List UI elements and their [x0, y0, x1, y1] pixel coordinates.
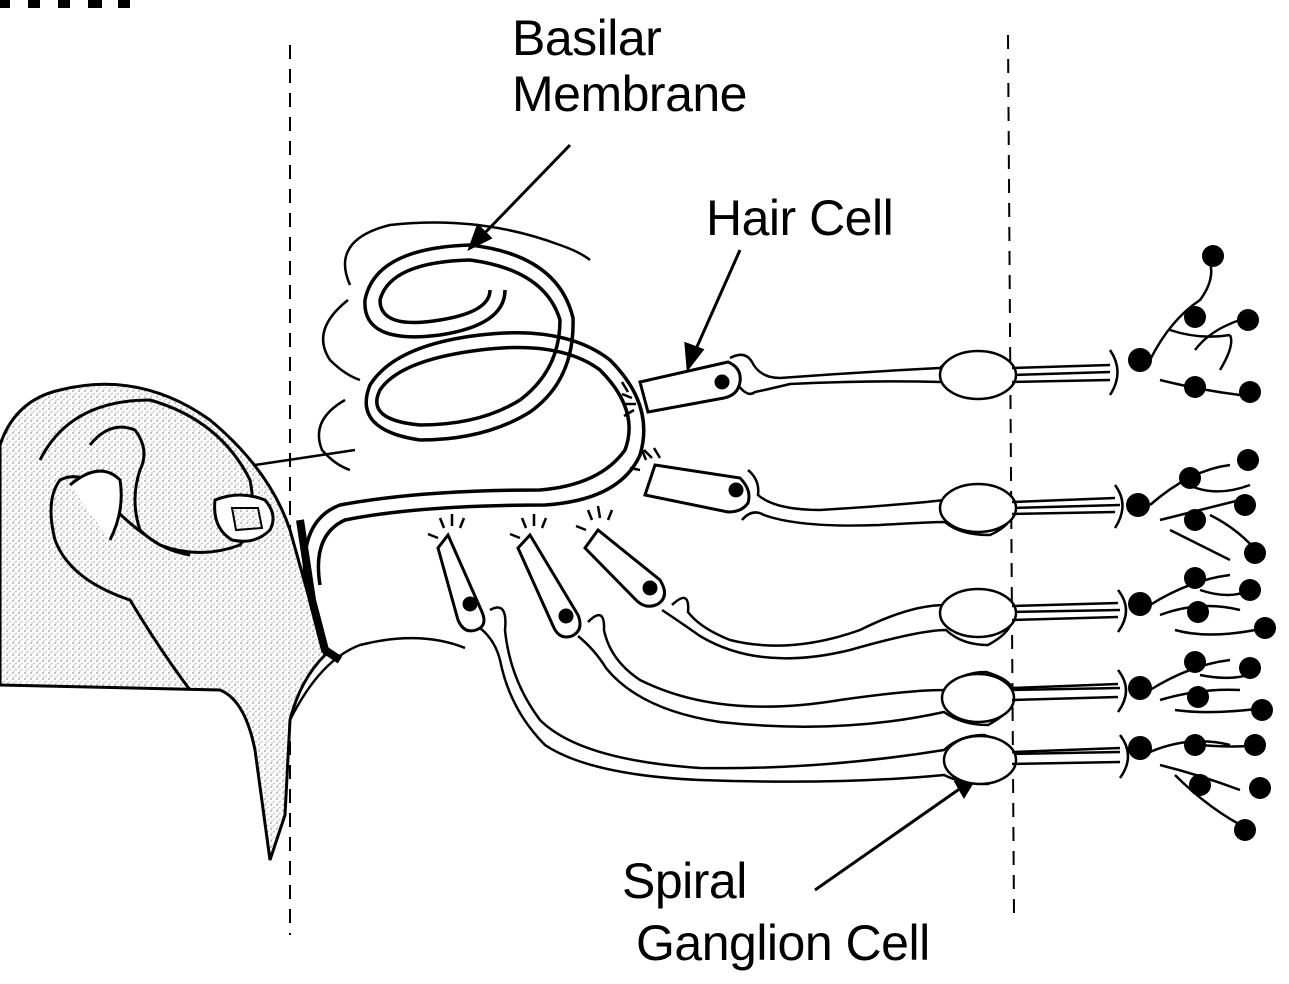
spiral-ganglion-cells — [940, 351, 1016, 784]
hair-cell-5 — [428, 514, 484, 631]
basilar-membrane-label: Basilar Membrane — [512, 10, 747, 122]
head-cross-section — [0, 384, 355, 860]
hair-cells — [428, 362, 749, 637]
spiral-ganglion-cell-label-line1: Spiral — [622, 850, 930, 912]
basilar-membrane-label-line2: Membrane — [512, 66, 747, 122]
target-neurons — [1126, 245, 1276, 841]
afferent-fibers — [480, 352, 1120, 784]
basilar-membrane-label-line1: Basilar — [512, 10, 747, 66]
spiral-ganglion-cell-label-line2: Ganglion Cell — [636, 912, 930, 974]
hair-cell-3 — [576, 506, 665, 606]
hair-cell-arrowhead — [686, 344, 702, 368]
hair-cell-4 — [510, 514, 580, 637]
divider-right — [1008, 35, 1014, 915]
spiral-ganglion-cell-label: Spiral Ganglion Cell — [622, 850, 930, 974]
cropped-heading-fragment — [0, 0, 130, 8]
hair-cell-label: Hair Cell — [706, 190, 893, 246]
hair-cell-2 — [630, 448, 749, 512]
cochlea-spiral — [304, 223, 643, 586]
